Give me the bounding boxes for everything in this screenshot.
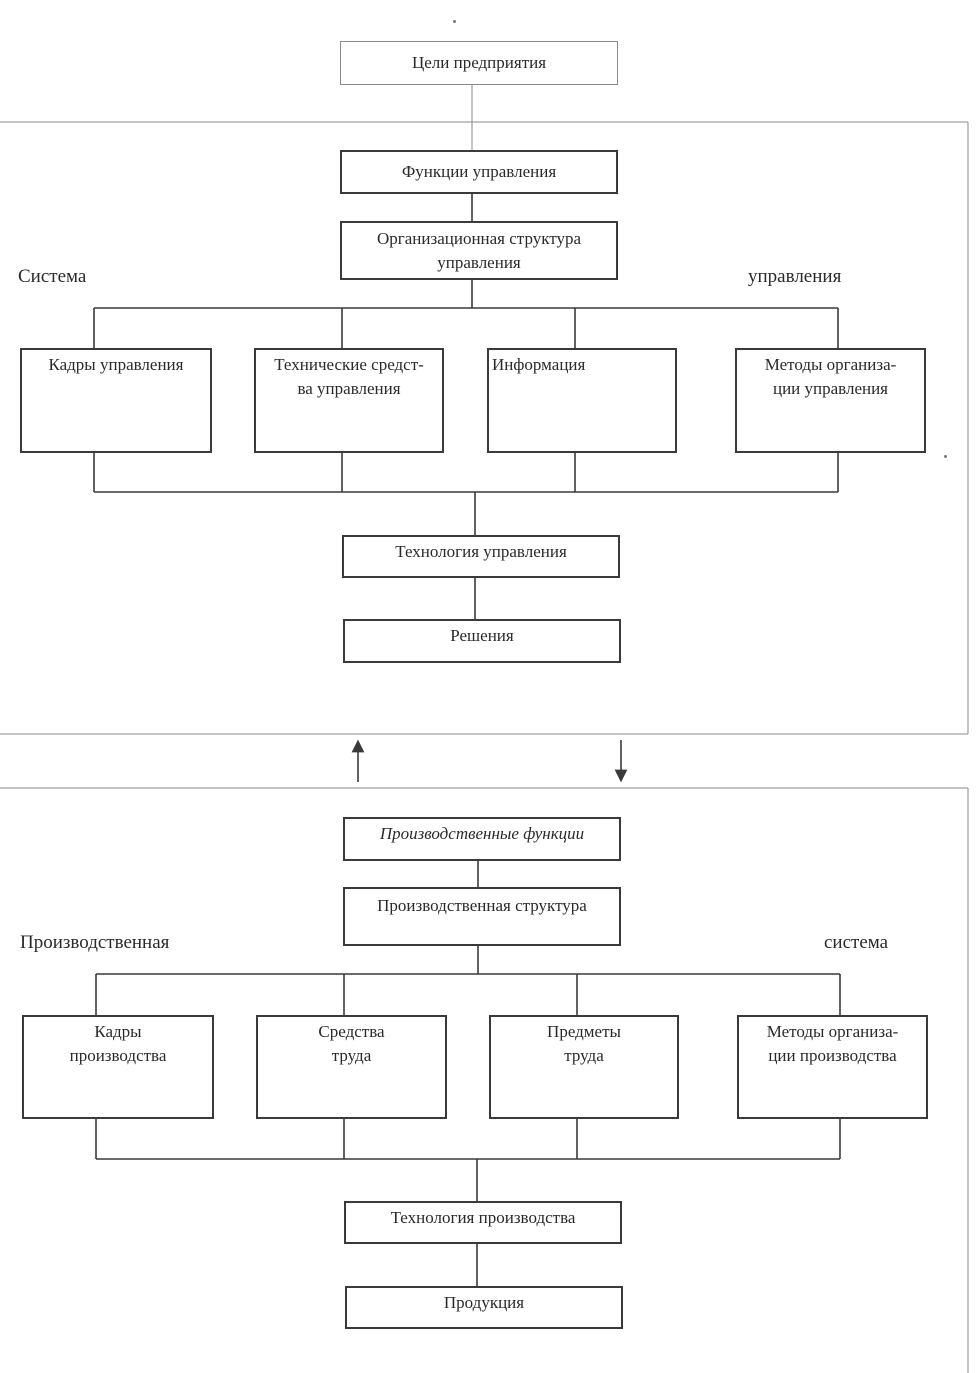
production-personnel-line-2: производства [69, 1046, 167, 1065]
information-box: Информация [487, 348, 677, 453]
production-personnel-box: Кадры производства [22, 1015, 214, 1119]
production-methods-line-2: ции производства [768, 1046, 897, 1065]
management-functions-box: Функции управления [340, 150, 618, 194]
production-technology-box: Технология производства [344, 1201, 622, 1244]
objects-of-labor-line-1: Предметы [547, 1022, 621, 1041]
enterprise-goals-box: Цели предприятия [340, 41, 618, 85]
means-of-labor-line-2: труда [331, 1046, 372, 1065]
objects-of-labor-line-2: труда [564, 1046, 604, 1065]
management-technology-box: Технология управления [342, 535, 620, 578]
management-methods-box: Методы организа- ции управления [735, 348, 926, 453]
decisions-label: Решения [450, 626, 514, 645]
production-personnel-line-1: Кадры [94, 1022, 142, 1041]
scan-speck [944, 455, 947, 458]
scan-speck [453, 20, 456, 23]
management-technical-means-line-2: ва управления [297, 379, 401, 398]
production-functions-label: Производственные функции [379, 824, 585, 843]
production-structure-box: Производственная структура [343, 887, 621, 946]
organizational-structure-box: Организационная структура управления [340, 221, 618, 280]
product-label: Продукция [443, 1292, 525, 1312]
management-methods-line-1: Методы организа- [764, 355, 897, 374]
management-technical-means-box: Технические средст- ва управления [254, 348, 444, 453]
management-system-frame [0, 121, 969, 735]
objects-of-labor-box: Предметы труда [489, 1015, 679, 1119]
management-personnel-label: Кадры управления [48, 355, 184, 374]
enterprise-goals-label: Цели предприятия [411, 53, 547, 72]
management-system-label-right: управления [748, 266, 842, 287]
management-technical-means-line-1: Технические средст- [274, 355, 424, 374]
production-methods-box: Методы организа- ции производства [737, 1015, 928, 1119]
information-label: Информация [492, 355, 586, 374]
product-box: Продукция [345, 1286, 623, 1329]
production-structure-label: Производственная структура [377, 896, 587, 915]
management-system-label-left: Система [18, 266, 87, 287]
production-system-label-right: система [824, 932, 889, 953]
organizational-structure-line-1: Организационная структура [377, 228, 581, 248]
management-personnel-box: Кадры управления [20, 348, 212, 453]
means-of-labor-box: Средства труда [256, 1015, 447, 1119]
production-functions-box: Производственные функции [343, 817, 621, 861]
decisions-box: Решения [343, 619, 621, 663]
management-technology-label: Технология управления [395, 541, 567, 561]
management-functions-label: Функции управления [401, 162, 557, 181]
means-of-labor-line-1: Средства [318, 1022, 385, 1041]
production-methods-line-1: Методы организа- [766, 1022, 899, 1041]
organizational-structure-line-2: управления [437, 252, 521, 272]
management-methods-line-2: ции управления [772, 379, 889, 398]
production-technology-label: Технология производства [390, 1207, 576, 1227]
production-system-label-left: Производственная [20, 932, 170, 953]
production-system-frame [0, 787, 969, 1373]
